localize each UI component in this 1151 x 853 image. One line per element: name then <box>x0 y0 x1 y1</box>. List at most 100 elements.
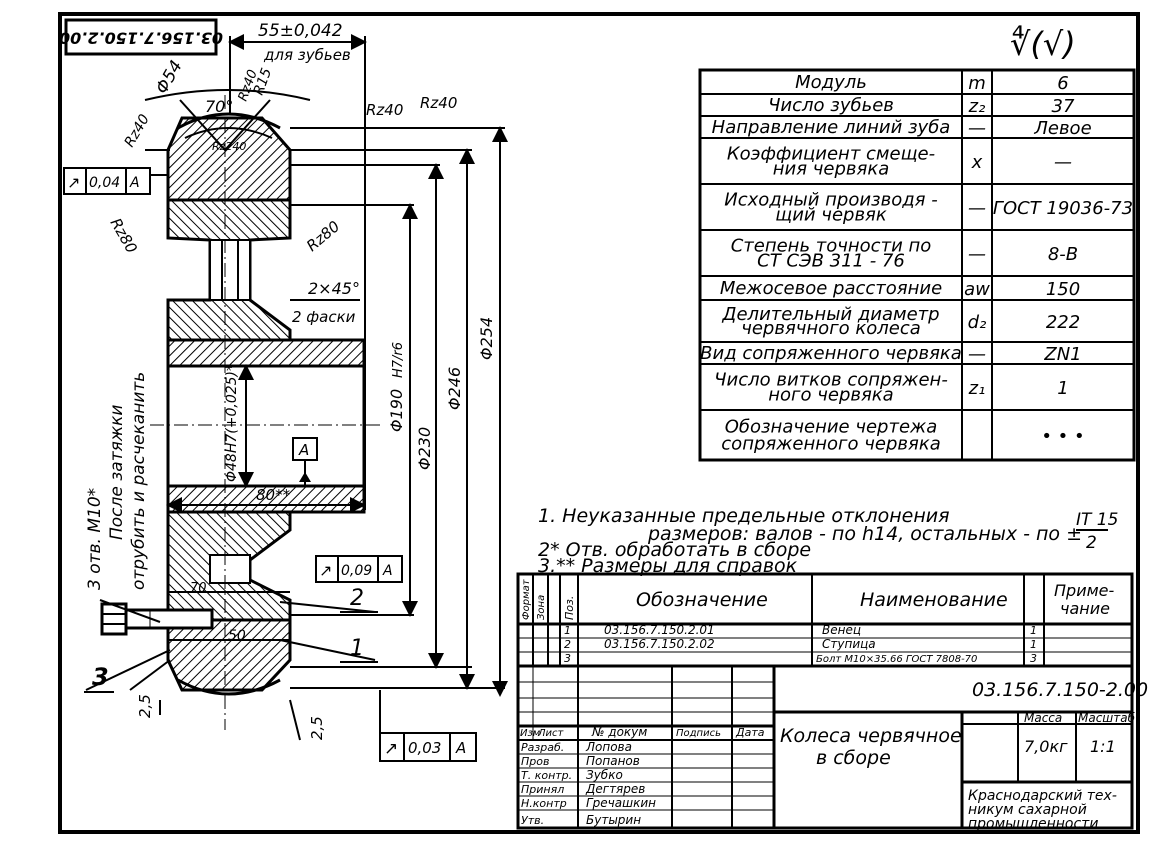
param-symbol: m <box>968 73 986 94</box>
dim-s25b: 2,5 <box>308 716 326 740</box>
svg-text:0,03: 0,03 <box>408 739 441 757</box>
svg-text:Дегтярев: Дегтярев <box>585 782 645 796</box>
svg-text:№ докум: № докум <box>591 725 647 739</box>
svg-text:A: A <box>382 563 393 579</box>
svg-text:Масса: Масса <box>1024 711 1062 725</box>
svg-text:03.156.7.150.2.02: 03.156.7.150.2.02 <box>604 637 715 651</box>
gear-section <box>150 95 380 730</box>
svg-text:Краснодарский тех-: Краснодарский тех- <box>968 788 1117 804</box>
doc-title-line2: в сборе <box>816 747 891 769</box>
param-symbol: — <box>968 344 986 365</box>
dim-rz80-a: Rz80 <box>107 215 141 256</box>
param-value: 1 <box>1057 378 1068 399</box>
param-name: Вид сопряженного червяка <box>700 343 962 364</box>
dim-w70: 70 <box>190 581 207 596</box>
param-symbol: d₂ <box>968 312 987 333</box>
note-3: 3.** Размеры для справок <box>538 555 798 577</box>
param-symbol: x <box>971 152 983 173</box>
svg-text:A: A <box>455 739 466 757</box>
svg-text:Утв.: Утв. <box>521 814 544 827</box>
dim-rz40-e: Rz40 <box>420 94 457 112</box>
svg-text:Зубко: Зубко <box>586 768 623 782</box>
tolerance-frame-3: ↗ 0,03 A <box>379 732 477 762</box>
hub-center-top <box>166 338 366 368</box>
dim-d48: Φ48H7(+0,025)* <box>224 364 240 482</box>
tolerance-frame-1: ↗ 0,04 A <box>63 167 151 195</box>
datum-a-marker: A <box>292 437 318 482</box>
param-name: Степень точности по <box>731 235 932 256</box>
dim-w50: 50 <box>228 628 246 644</box>
callout-2: 2 <box>350 586 364 611</box>
param-name: Делительный диаметр <box>721 304 939 325</box>
dim-d54: Φ54 <box>152 57 187 97</box>
svg-text:Наименование: Наименование <box>860 589 1008 611</box>
svg-text:3: 3 <box>564 652 571 665</box>
title-block-grid <box>516 664 1134 830</box>
svg-text:Дата: Дата <box>735 726 765 739</box>
bolt <box>100 602 214 636</box>
svg-text:Приме-: Приме- <box>1054 581 1115 600</box>
dimension-texts: 55±0,042 для зубьев Φ54 70° R15 Rz40 Rz4… <box>107 21 496 740</box>
svg-text:A: A <box>298 441 309 459</box>
param-value: 150 <box>1046 279 1080 300</box>
param-symbol: z₂ <box>968 96 986 117</box>
svg-text:Обозначение: Обозначение <box>636 589 768 611</box>
param-symbol: — <box>968 118 986 139</box>
dim-d190: Φ190 <box>387 389 406 432</box>
svg-text:Пров: Пров <box>521 755 549 768</box>
param-symbol: — <box>968 244 986 265</box>
title-block-text: 03.156.7.150-2.00 Изм Лист № докум Подпи… <box>520 679 1148 832</box>
svg-text:A: A <box>129 175 140 191</box>
doc-code: 03.156.7.150-2.00 <box>972 679 1148 701</box>
svg-text:Зона: Зона <box>536 595 547 620</box>
param-name: ного червяка <box>768 385 893 406</box>
note-2: 2* Отв. обработать в сборе <box>538 539 811 561</box>
svg-text:Поз.: Поз. <box>563 596 576 620</box>
param-name: Межосевое расстояние <box>720 278 942 299</box>
param-name: сопряженного червяка <box>721 433 940 454</box>
dim-fit190: H7/r6 <box>391 342 406 378</box>
dim-width-teeth: 55±0,042 <box>258 21 343 41</box>
param-value: Левое <box>1033 118 1091 139</box>
svg-text:Т. контр.: Т. контр. <box>521 769 572 782</box>
sheet-frame <box>58 12 1140 834</box>
technical-notes: 1. Неуказанные предельные отклонения раз… <box>538 505 1118 577</box>
param-value: • • • <box>1041 426 1084 447</box>
param-name: Обозначение чертежа <box>725 417 938 438</box>
note-cut-and-peen: отрубить и расчеканить <box>129 372 149 590</box>
dim-chamfer: 2×45° <box>308 279 360 298</box>
svg-text:Подпись: Подпись <box>676 728 721 739</box>
svg-text:Разраб.: Разраб. <box>521 741 564 754</box>
crown-bottom <box>166 618 292 692</box>
dim-rz240-b: Rz40 <box>122 112 153 150</box>
svg-text:Изм: Изм <box>520 728 541 739</box>
svg-text:1: 1 <box>1030 638 1037 651</box>
dim-chamfer-note: 2 фаски <box>292 308 356 326</box>
param-value: 37 <box>1052 96 1075 117</box>
note-1a: 1. Неуказанные предельные отклонения <box>538 505 950 527</box>
rotated-code-stamp: 03.156.7.150.2.00 <box>59 18 223 56</box>
param-table-border <box>698 68 1136 462</box>
svg-text:Принял: Принял <box>521 783 564 796</box>
note-1-frac-bottom: 2 <box>1086 533 1097 553</box>
param-name: Число зубьев <box>768 95 894 116</box>
svg-text:Гречашкин: Гречашкин <box>586 796 656 810</box>
svg-text:Лист: Лист <box>537 728 565 739</box>
svg-text:3: 3 <box>1030 652 1037 665</box>
dim-d230: Φ230 <box>415 427 434 470</box>
svg-text:Ступица: Ступица <box>822 637 876 651</box>
doc-title-line1: Колеса червячное <box>780 725 962 747</box>
param-name: Направление линий зуба <box>712 117 951 138</box>
param-name: щий червяк <box>775 205 887 226</box>
param-name: СТ СЭВ 311 - 76 <box>757 251 905 272</box>
svg-text:↗: ↗ <box>67 173 80 192</box>
dim-s25a: 2,5 <box>136 694 154 718</box>
dim-angle70: 70° <box>205 97 233 116</box>
svg-text:0,04: 0,04 <box>89 175 120 191</box>
param-name: червячного колеса <box>741 318 921 339</box>
crown-top <box>166 116 292 202</box>
svg-text:0,09: 0,09 <box>341 563 372 579</box>
note-holes: 3 отв. М10* <box>85 488 105 590</box>
